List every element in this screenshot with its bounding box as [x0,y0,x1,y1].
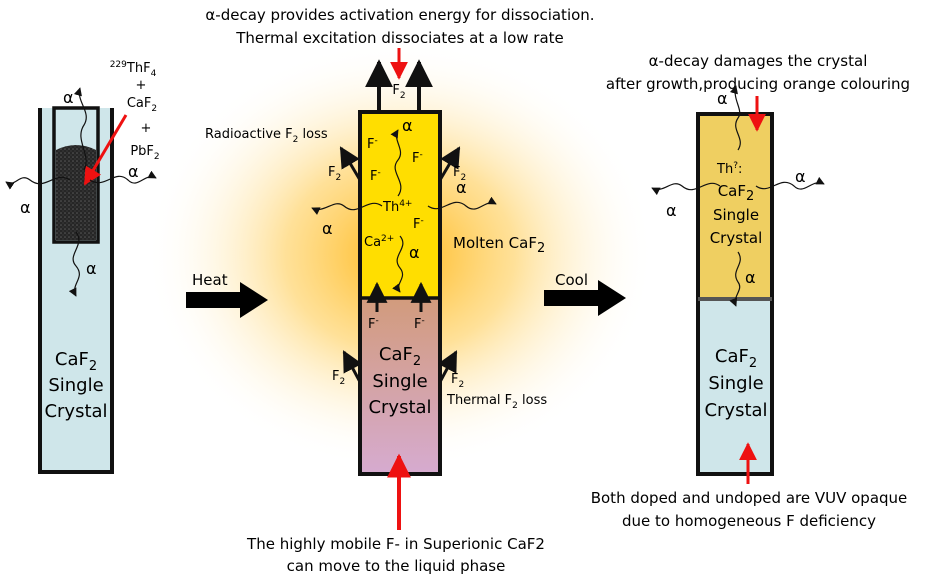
molten-f-ion-3: F- [370,168,381,184]
right-alpha-track-up [729,85,741,151]
molten-f-ion-4: F- [413,216,424,232]
right-alpha-down-label: α [745,268,756,287]
radioactive-f2-loss-label: Radioactive F2 loss [205,127,328,145]
dopant-caf2-label: CaF2 [127,96,157,114]
center-alpha-track-up [390,129,402,197]
heat-arrow [186,282,268,318]
center-top-f2-label: F2 [392,83,405,101]
center-crucible [358,110,442,476]
center-alpha-up-label: α [402,116,413,135]
left-crystal-label-line1: CaF2 [55,349,97,374]
left-alpha-track-up [73,87,87,171]
caption-top-center-line2: Thermal excitation dissociates at a low … [235,29,564,47]
f2-loss-arrow-upper-right [438,146,461,181]
left-pointer-arrow [83,114,128,186]
right-alpha-up-label: α [717,89,728,108]
left-alpha-track-left [5,176,71,190]
cool-label: Cool [555,271,588,289]
right-crucible-outline [696,112,774,476]
left-crucible-powder [56,145,96,240]
dopant-plus-2: + [141,121,152,136]
thermal-f2-loss-label: Thermal F2 loss [446,393,547,411]
left-crystal-label-line3: Crystal [44,401,107,422]
right-alpha-track-left [651,182,721,196]
center-alpha-down-label: α [409,243,420,262]
center-alpha-track-right [427,196,497,210]
right-doped-label-line3: Crystal [710,229,763,247]
caption-bottom-center-line1: The highly mobile F- in Superionic CaF2 [246,535,545,553]
right-crystal-label-line1: CaF2 [715,346,757,371]
caption-top-center-line1: α-decay provides activation energy for d… [205,6,594,24]
center-crystal-label-line3: Crystal [368,397,431,418]
f2-lower-right-label: F2 [451,372,464,390]
left-alpha-down-label: α [86,259,97,278]
caption-top-right-line1: α-decay damages the crystal [649,52,868,70]
f2-upper-left-label: F2 [328,165,341,183]
molten-ca-ion: Ca2+ [364,234,394,250]
center-alpha-track-down [392,235,404,293]
molten-f-ion-2: F- [412,150,423,166]
right-alpha-right-label: α [795,167,806,186]
right-th-label: Th?: [716,161,742,177]
heat-label: Heat [192,271,228,289]
right-alpha-left-label: α [666,201,677,220]
molten-zone [360,112,440,298]
center-alpha-left-label: α [322,219,333,238]
cool-arrow [544,280,626,316]
left-alpha-up-label: α [63,88,74,107]
left-alpha-left-label: α [20,198,31,217]
left-alpha-track-down [68,231,80,297]
center-alpha-track-left [311,202,383,215]
interface-f-ion-right: F- [414,316,425,332]
interface-f-ion-left: F- [368,316,379,332]
left-crystal-label-line2: Single [48,375,103,396]
right-doped-label-line2: Single [713,206,759,224]
molten-f-ion-1: F- [367,136,378,152]
left-alpha-track-right [89,170,157,184]
doped-zone [698,114,772,299]
dopant-pbf2-label: PbF2 [130,144,159,162]
right-alpha-track-right [755,176,825,190]
right-alpha-track-down [729,251,741,307]
f2-loss-arrow-lower-left [342,350,363,383]
dopant-plus-1: + [136,78,147,93]
dopant-thf4-label: 229ThF4 [110,60,157,79]
center-crystal-label-line1: CaF2 [379,344,421,369]
right-crystal-label-line3: Crystal [704,400,767,421]
molten-caf2-label: Molten CaF2 [453,234,545,256]
center-crystal-zone [360,298,440,474]
caption-bottom-right-line1: Both doped and undoped are VUV opaque [591,489,908,507]
right-crystal-label-line2: Single [708,373,763,394]
molten-th-ion: Th4+ [382,199,412,215]
f2-loss-arrow-lower-right [437,350,458,383]
right-doped-label-line1: CaF2 [718,182,755,204]
caption-bottom-center-line2: can move to the liquid phase [287,557,506,575]
f2-lower-left-label: F2 [332,369,345,387]
f2-loss-arrow-upper-left [339,146,362,181]
center-alpha-right-label: α [456,178,467,197]
undoped-zone [698,299,772,474]
caption-bottom-right-line2: due to homogeneous F deficiency [622,512,876,530]
center-crystal-label-line2: Single [372,371,427,392]
right-crucible [696,112,774,476]
caption-top-right-line2: after growth,producing orange colouring [606,75,910,93]
f2-upper-right-label: F2 [453,165,466,183]
left-alpha-right-label: α [128,162,139,181]
